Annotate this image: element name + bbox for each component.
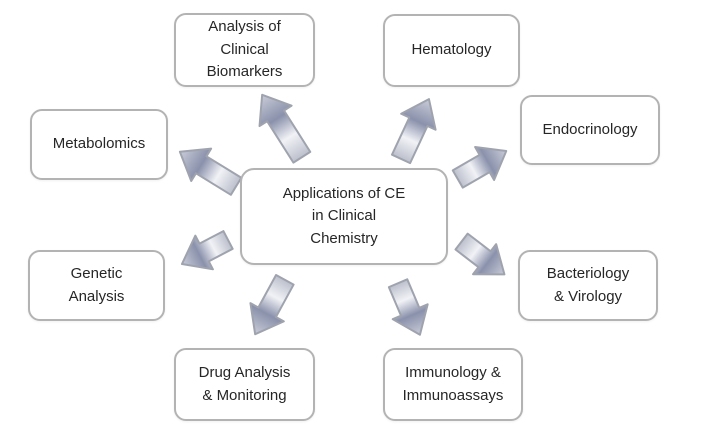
arrow-to-bacteriology-virology: [454, 232, 506, 276]
arrow-to-analysis-biomarkers: [258, 93, 312, 164]
node-endocrinology: Endocrinology: [520, 95, 660, 165]
node-metabolomics: Metabolomics: [30, 109, 168, 180]
arrow-to-endocrinology: [451, 146, 508, 189]
node-analysis-of-clinical-biomarkers: Analysis of Clinical Biomarkers: [174, 13, 315, 87]
node-genetic-analysis: Genetic Analysis: [28, 250, 165, 321]
arrow-to-genetic-analysis: [180, 230, 234, 271]
node-bacteriology-and-virology: Bacteriology & Virology: [518, 250, 658, 321]
arrow-to-immunology: [387, 278, 429, 336]
arrow-to-hematology: [390, 98, 437, 165]
node-immunology-and-immunoassays: Immunology & Immunoassays: [383, 348, 523, 421]
node-hematology: Hematology: [383, 14, 520, 87]
node-drug-analysis-and-monitoring: Drug Analysis & Monitoring: [174, 348, 315, 421]
node-center-applications-of-ce: Applications of CE in Clinical Chemistry: [240, 168, 448, 265]
arrow-to-drug-analysis: [249, 273, 295, 336]
arrow-to-metabolomics: [178, 147, 243, 196]
